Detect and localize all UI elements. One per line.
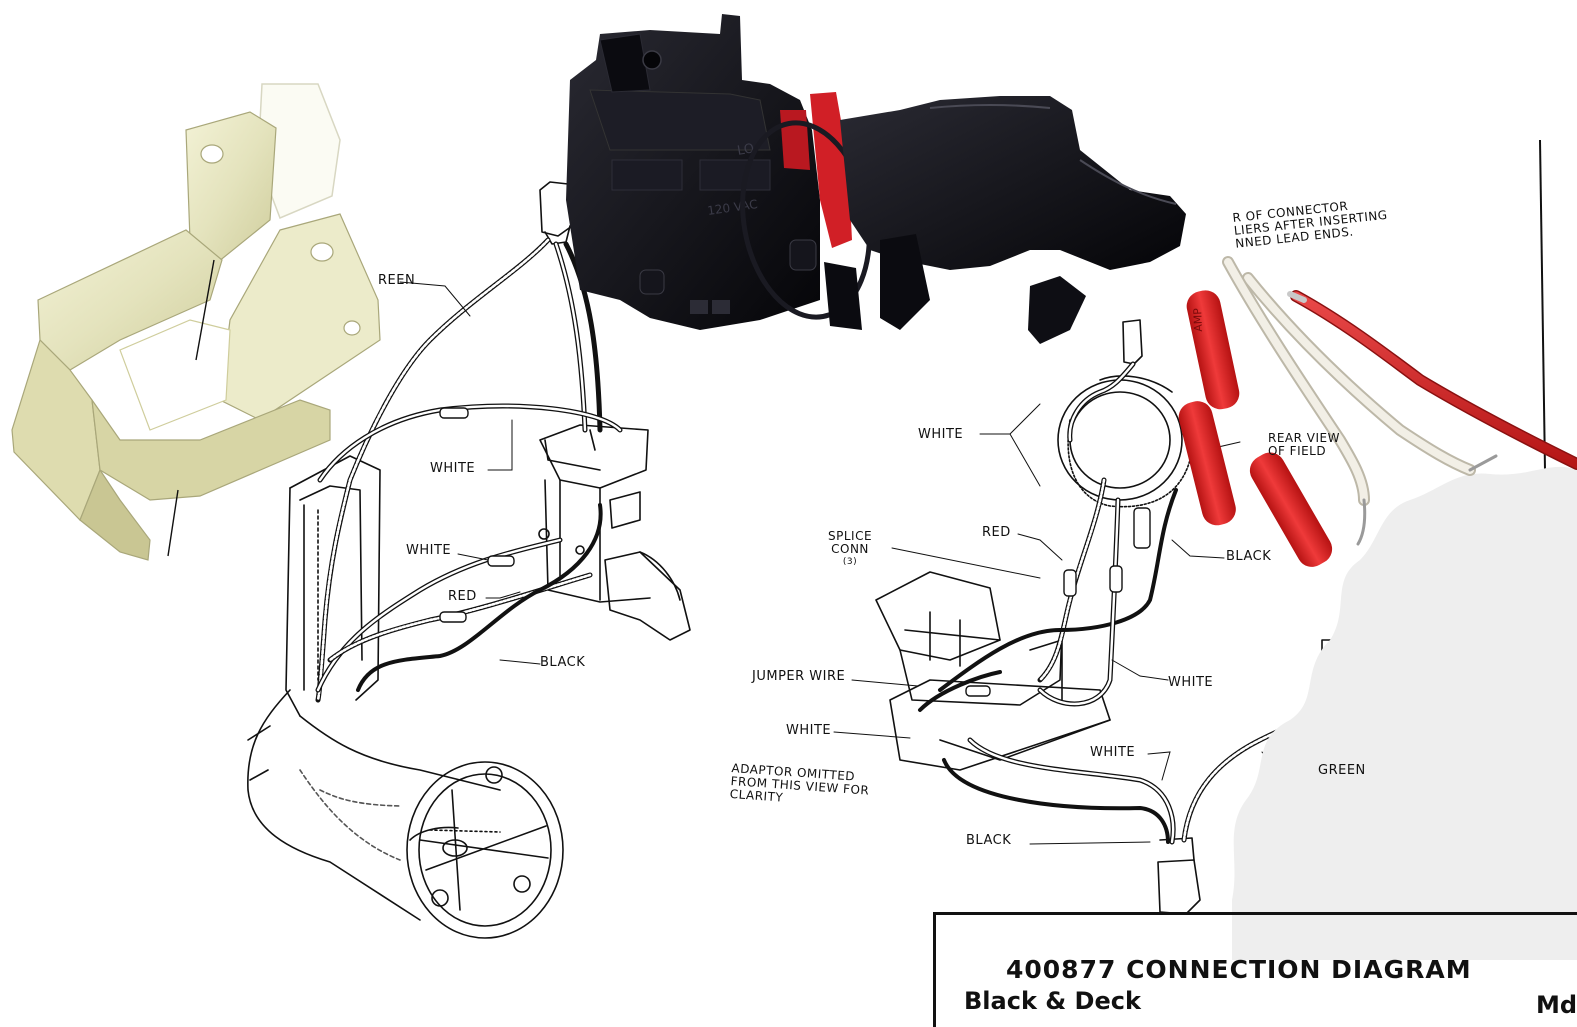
diagram-subtitle-right: Md: [1536, 991, 1577, 1019]
paper-edge: [1539, 139, 1546, 471]
label-jumper-wire: JUMPER WIRE: [752, 669, 846, 684]
label-white-field: WHITE: [918, 427, 964, 442]
left-wires: [315, 237, 623, 703]
label-white-bottom: WHITE: [1090, 745, 1136, 760]
label-red-left: RED: [448, 589, 477, 604]
label-splice-conn: SPLICE CONN (3): [828, 529, 873, 568]
lead-wires-photo: [1222, 256, 1577, 546]
label-white-mid-left: WHITE: [406, 543, 452, 558]
plastic-bracket: [11, 83, 381, 561]
switch-marking-voltage: 120 VAC: [706, 197, 758, 218]
label-black-bottom: BLACK: [966, 833, 1012, 848]
torn-paper-overlay: [1232, 466, 1577, 960]
label-green-left: REEN: [378, 273, 416, 288]
sleeve-marking: AMP: [1191, 308, 1205, 332]
label-black-right-top: BLACK: [1226, 549, 1272, 564]
label-white-left-right-drawing: WHITE: [786, 723, 832, 738]
title-block: 400877 CONNECTION DIAGRAM Black & Deck M…: [933, 912, 1577, 1027]
left-wiring-drawing: [247, 181, 691, 939]
label-green-right: GREEN: [1318, 763, 1366, 778]
label-white-top-left: WHITE: [430, 461, 476, 476]
diagram-subtitle-left: Black & Deck: [964, 987, 1141, 1015]
diagram-title: 400877 CONNECTION DIAGRAM: [1006, 955, 1472, 984]
label-white-right: WHITE: [1168, 675, 1214, 690]
red-sleeve-connectors: AMP: [1178, 290, 1333, 567]
trigger-switch: LO 120 VAC: [566, 14, 1186, 344]
label-red-right: RED: [982, 525, 1011, 540]
label-rear-view: REAR VIEW OF FIELD: [1268, 431, 1340, 458]
label-black-left: BLACK: [540, 655, 586, 670]
